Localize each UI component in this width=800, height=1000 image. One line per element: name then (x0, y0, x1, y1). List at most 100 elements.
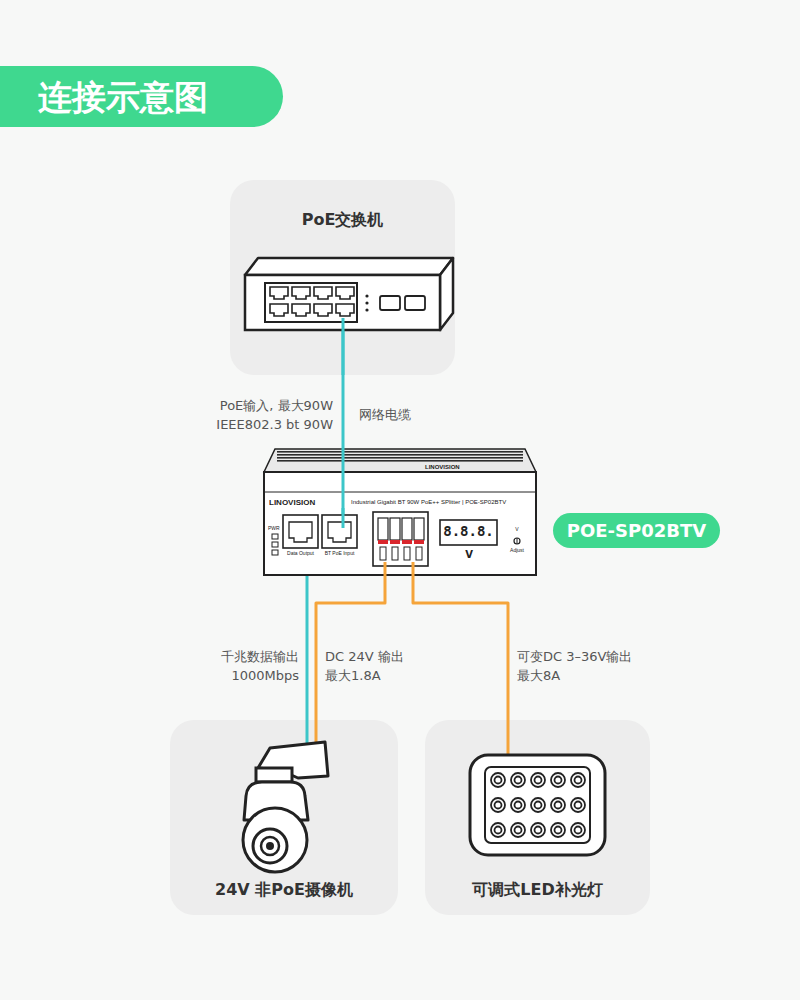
rj45-port (292, 287, 310, 299)
led-bead (491, 773, 505, 787)
rj45-port (283, 515, 318, 548)
edge-label: 千兆数据输出 1000Mbps (197, 648, 301, 686)
led-bead (531, 798, 545, 812)
camera-ball (243, 808, 307, 872)
led-bead (555, 777, 562, 784)
led-dot (365, 294, 368, 297)
switch-illustration (230, 180, 455, 375)
led-bead (515, 777, 522, 784)
led-bead (511, 798, 525, 812)
led-bead (535, 802, 542, 809)
device-panel: 可调式LED补光灯 (425, 720, 650, 915)
node-text: 可调式LED补光灯 (425, 880, 650, 899)
rj45-port (314, 304, 332, 316)
led-bead (571, 823, 585, 837)
rj45-socket (328, 522, 351, 542)
splitter-device: LINOVISIONLINOVISIONIndustrial Gigabit B… (263, 448, 537, 576)
led-bead (535, 777, 542, 784)
terminal-block (373, 512, 428, 566)
led-bead (491, 823, 505, 837)
node-text: 24V 非PoE摄像机 (170, 880, 398, 899)
terminal-mark (402, 540, 412, 544)
node-text: PWR (268, 525, 280, 531)
terminal-mark (390, 540, 400, 544)
led-bead (575, 827, 582, 834)
led-bead (551, 773, 565, 787)
knob-slot (517, 538, 518, 544)
cable (342, 508, 345, 528)
lens-ring (253, 829, 287, 863)
rj45-port (270, 304, 288, 316)
terminal-screw (380, 547, 386, 560)
edge-label: 网络电缆 (357, 406, 413, 425)
model-badge: POE-SP02BTV (553, 513, 720, 548)
led-bead (571, 798, 585, 812)
led-bead (575, 802, 582, 809)
node-text: 8.8.8. (440, 523, 497, 540)
cable-connector (413, 576, 508, 720)
title-banner: 连接示意图 (0, 66, 283, 127)
sfp-port (405, 296, 425, 310)
cable-connector (342, 375, 345, 448)
rj45-socket (289, 522, 312, 542)
led-bead (551, 823, 565, 837)
cable (342, 318, 345, 375)
cable (342, 318, 345, 375)
led-bead (555, 827, 562, 834)
terminal-mark (378, 540, 388, 544)
terminal (390, 518, 400, 540)
front-line (264, 492, 536, 493)
node-text: POE-SP02BTV (553, 520, 720, 542)
node-text: LINOVISION (269, 498, 315, 508)
led (272, 550, 278, 555)
led-bead (495, 827, 502, 834)
wire (507, 720, 510, 756)
terminal (378, 518, 388, 540)
led-bead (511, 773, 525, 787)
led-bead (491, 798, 505, 812)
led-bead (515, 827, 522, 834)
led-dot (365, 301, 368, 304)
wire (412, 562, 415, 576)
rj45-port (336, 287, 354, 299)
terminal (402, 518, 412, 540)
led-bead (571, 773, 585, 787)
rj45-port (292, 304, 310, 316)
led-bead (531, 823, 545, 837)
node-text: Adjust (503, 547, 531, 553)
mount-neck (256, 768, 292, 782)
terminals (378, 518, 424, 560)
wire (384, 562, 387, 576)
led-dot (365, 308, 368, 311)
rj45-port (322, 515, 357, 548)
terminal (414, 518, 424, 540)
cable-connector (306, 576, 309, 720)
led-bead (551, 798, 565, 812)
edge-label: DC 24V 输出 最大1.8A (323, 648, 427, 686)
node-text: LINOVISION (425, 464, 460, 471)
terminal-screw (392, 547, 398, 560)
display (440, 520, 497, 545)
heat-fins (277, 451, 523, 463)
terminal-screw (416, 547, 422, 560)
led-bead (495, 802, 502, 809)
terminal-screw (404, 547, 410, 560)
led-bead (515, 802, 522, 809)
switch-ports (270, 287, 354, 316)
led-bead (531, 773, 545, 787)
sfp-port (380, 296, 400, 310)
node-text: V (512, 526, 522, 532)
lens (261, 837, 279, 855)
port-group (265, 283, 357, 322)
rj45-port (336, 304, 354, 316)
node-text: PoE交换机 (230, 210, 455, 229)
title-text: 连接示意图 (38, 77, 208, 117)
splitter-illustration (263, 448, 537, 576)
front-face (264, 472, 536, 575)
rj45-port (314, 287, 332, 299)
terminal-mark (414, 540, 424, 544)
led-array (491, 773, 585, 837)
led-bead (575, 777, 582, 784)
device-panel: PoE交换机 (230, 180, 455, 375)
node-text: BT PoE Input (320, 550, 359, 556)
